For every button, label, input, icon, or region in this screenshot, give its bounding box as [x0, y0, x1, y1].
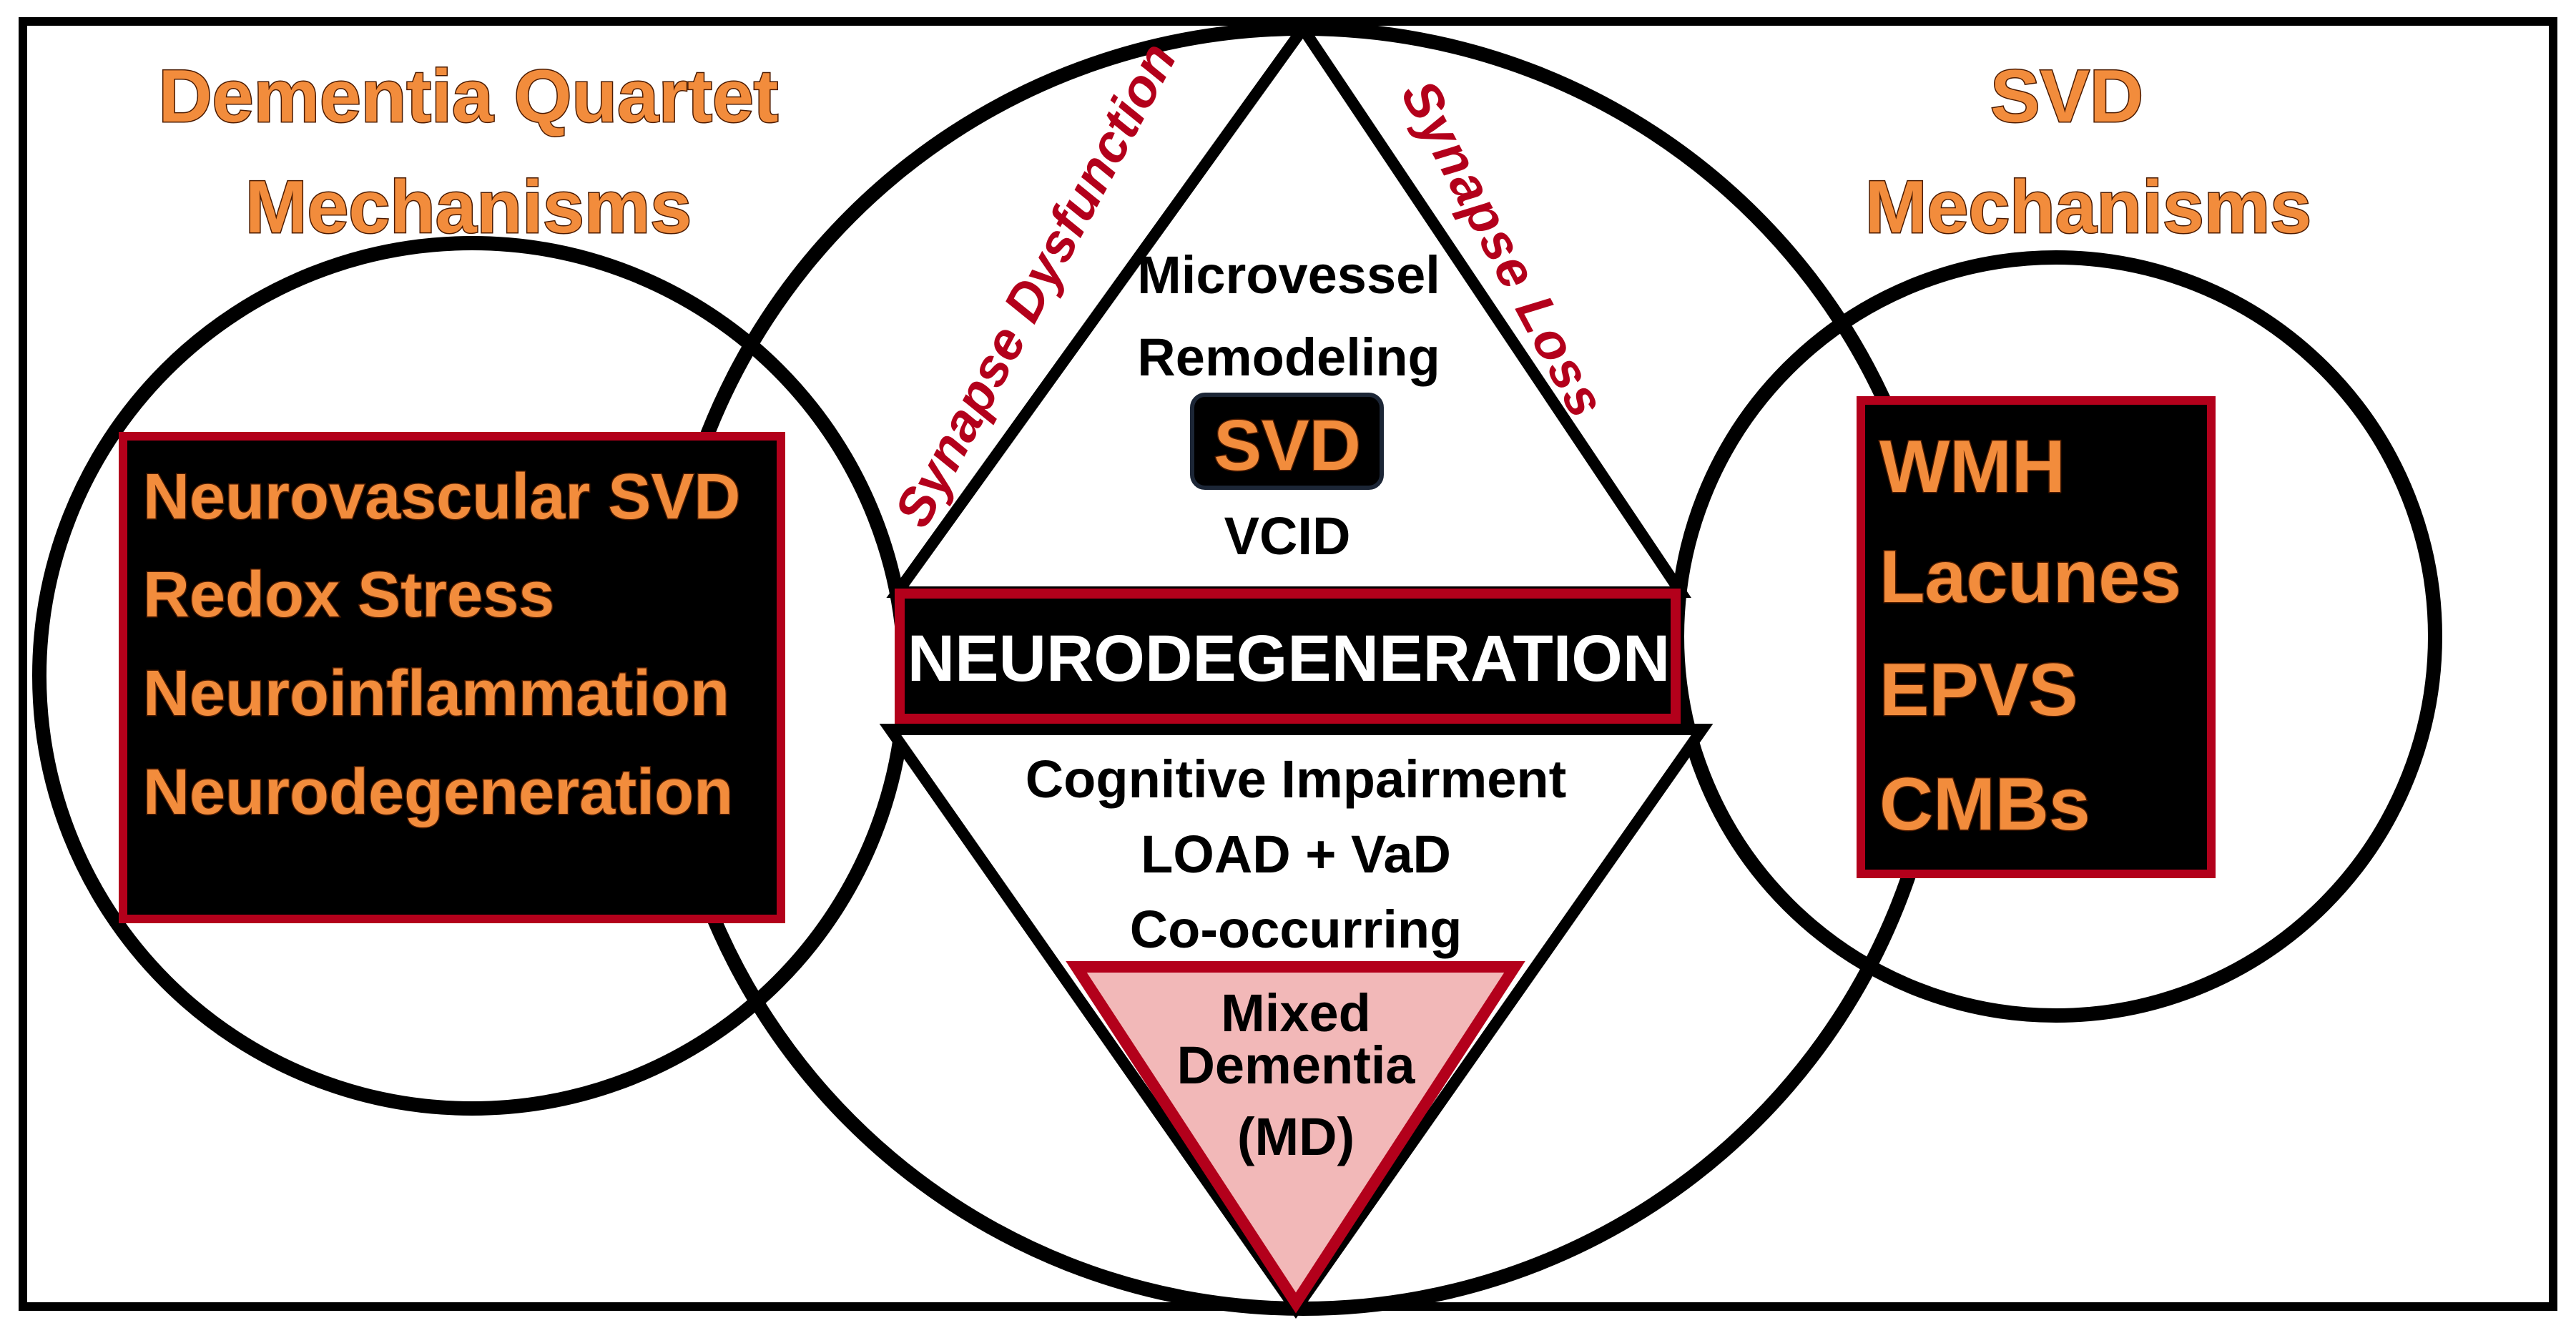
quartet-item-redox-stress: Redox Stress: [143, 559, 554, 631]
vcid-label: VCID: [1224, 506, 1351, 566]
neurodegeneration-band: [895, 589, 1681, 724]
load-vad-label: LOAD + VaD: [1141, 825, 1451, 884]
quartet-item-neuroinflammation: Neuroinflammation: [143, 658, 729, 729]
svd-item-cmbs: CMBs: [1879, 763, 2090, 846]
dementia-label: Dementia: [1176, 1036, 1415, 1095]
md-label: (MD): [1237, 1107, 1355, 1166]
mixed-dementia-triangle: [1066, 961, 1525, 1314]
svd-badge-box: [1190, 393, 1384, 490]
remodeling-label: Remodeling: [1137, 328, 1440, 387]
svd-item-wmh: WMH: [1879, 426, 2065, 508]
svd-mechanisms-box: [1857, 396, 2216, 878]
right-heading-line-2: Mechanisms: [1865, 166, 2311, 249]
neurodegeneration-label: NEURODEGENERATION: [908, 622, 1671, 695]
svd-item-lacunes: Lacunes: [1879, 536, 2181, 619]
mixed-label: Mixed: [1221, 983, 1371, 1043]
quartet-item-neurodegeneration: Neurodegeneration: [143, 757, 733, 828]
quartet-item-neurovascular-svd: Neurovascular SVD: [143, 461, 740, 533]
dementia-quartet-box: [119, 432, 785, 923]
left-heading-line-1: Dementia Quartet: [159, 55, 779, 138]
cognitive-impairment-label: Cognitive Impairment: [1026, 749, 1567, 809]
svd-item-epvs: EPVS: [1879, 649, 2078, 732]
co-occurring-label: Co-occurring: [1130, 900, 1462, 959]
microvessel-label: Microvessel: [1137, 245, 1440, 305]
svd-badge-label: SVD: [1214, 405, 1361, 486]
left-heading-line-2: Mechanisms: [245, 166, 692, 249]
right-heading-line-1: SVD: [1990, 55, 2143, 138]
